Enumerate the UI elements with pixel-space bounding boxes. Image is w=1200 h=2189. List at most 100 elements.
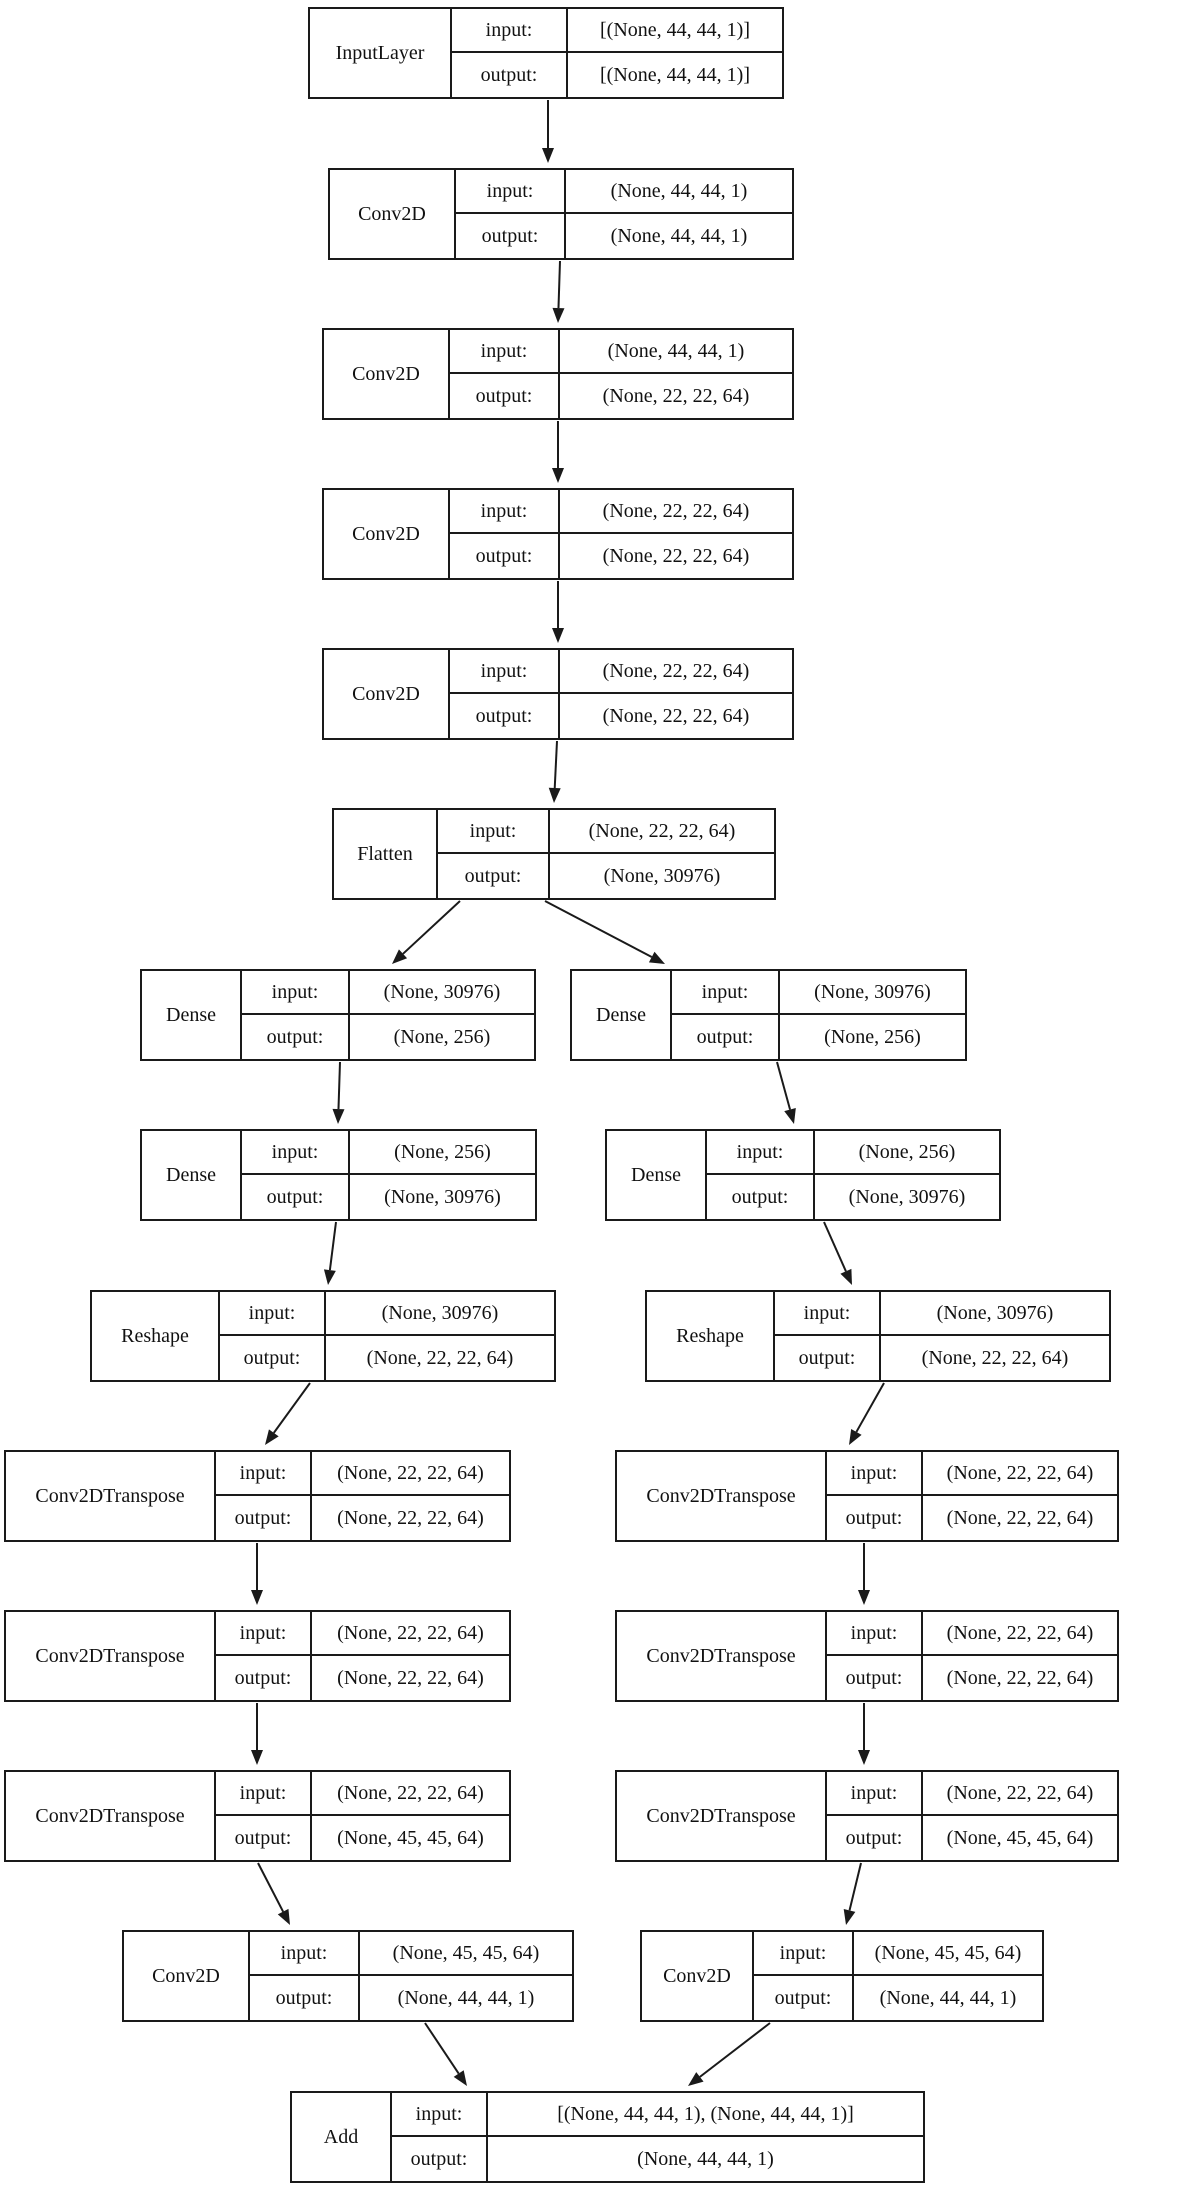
output-key-label: output: bbox=[216, 1816, 312, 1860]
output-row: output: (None, 45, 45, 64) bbox=[216, 1816, 509, 1860]
output-shape-value: (None, 22, 22, 64) bbox=[602, 384, 750, 407]
layer-node-conv2dtranspose-12: Conv2DTranspose input: (None, 22, 22, 64… bbox=[4, 1450, 511, 1542]
layer-io-table: input: (None, 30976) output: (None, 256) bbox=[672, 971, 965, 1059]
layer-node-conv2dtranspose-15: Conv2DTranspose input: (None, 22, 22, 64… bbox=[615, 1610, 1119, 1702]
input-key-label: input: bbox=[672, 971, 780, 1013]
layer-node-reshape-11: Reshape input: (None, 30976) output: (No… bbox=[645, 1290, 1111, 1382]
input-row: input: (None, 22, 22, 64) bbox=[450, 490, 792, 534]
input-shape-value: (None, 22, 22, 64) bbox=[946, 1621, 1094, 1644]
input-shape-value: (None, 22, 22, 64) bbox=[337, 1781, 484, 1804]
input-shape-value: (None, 44, 44, 1) bbox=[610, 179, 748, 202]
output-key-label: output: bbox=[242, 1015, 350, 1059]
input-row: input: (None, 45, 45, 64) bbox=[250, 1932, 572, 1976]
input-row: input: (None, 44, 44, 1) bbox=[450, 330, 792, 374]
input-shape-value: (None, 45, 45, 64) bbox=[392, 1941, 540, 1964]
layer-node-conv2d-19: Conv2D input: (None, 45, 45, 64) output:… bbox=[640, 1930, 1044, 2022]
input-row: input: (None, 44, 44, 1) bbox=[456, 170, 792, 214]
output-key-label: output: bbox=[242, 1175, 350, 1219]
layer-node-flatten-5: Flatten input: (None, 22, 22, 64) output… bbox=[332, 808, 776, 900]
output-shape-value: (None, 30976) bbox=[848, 1185, 966, 1208]
layer-io-table: input: (None, 22, 22, 64) output: (None,… bbox=[216, 1612, 509, 1700]
layer-type-label: Conv2D bbox=[324, 490, 450, 578]
output-row: output: (None, 22, 22, 64) bbox=[450, 534, 792, 578]
layer-node-conv2d-3: Conv2D input: (None, 22, 22, 64) output:… bbox=[322, 488, 794, 580]
layer-node-dense-7: Dense input: (None, 30976) output: (None… bbox=[570, 969, 967, 1061]
output-shape-value: (None, 44, 44, 1) bbox=[397, 1986, 535, 2009]
input-shape-value: (None, 22, 22, 64) bbox=[337, 1461, 484, 1484]
input-row: input: (None, 30976) bbox=[220, 1292, 554, 1336]
input-row: input: (None, 22, 22, 64) bbox=[438, 810, 774, 854]
layer-node-add-20: Add input: [(None, 44, 44, 1), (None, 44… bbox=[290, 2091, 925, 2183]
output-row: output: (None, 22, 22, 64) bbox=[827, 1496, 1117, 1540]
input-key-label: input: bbox=[827, 1772, 923, 1814]
output-row: output: (None, 44, 44, 1) bbox=[250, 1976, 572, 2020]
input-shape-value: (None, 22, 22, 64) bbox=[602, 499, 750, 522]
input-shape-value: (None, 22, 22, 64) bbox=[946, 1461, 1094, 1484]
output-row: output: (None, 30976) bbox=[242, 1175, 535, 1219]
output-row: output: (None, 256) bbox=[242, 1015, 534, 1059]
output-key-label: output: bbox=[827, 1496, 923, 1540]
output-key-label: output: bbox=[827, 1816, 923, 1860]
layer-node-reshape-10: Reshape input: (None, 30976) output: (No… bbox=[90, 1290, 556, 1382]
input-key-label: input: bbox=[242, 1131, 350, 1173]
input-key-label: input: bbox=[392, 2093, 488, 2135]
output-shape-value: [(None, 44, 44, 1)] bbox=[600, 63, 750, 86]
input-key-label: input: bbox=[216, 1452, 312, 1494]
output-row: output: (None, 22, 22, 64) bbox=[450, 374, 792, 418]
layer-io-table: input: (None, 44, 44, 1) output: (None, … bbox=[456, 170, 792, 258]
layer-type-label: Conv2DTranspose bbox=[617, 1772, 827, 1860]
output-key-label: output: bbox=[452, 53, 568, 97]
layer-io-table: input: (None, 30976) output: (None, 22, … bbox=[775, 1292, 1109, 1380]
layer-node-conv2d-18: Conv2D input: (None, 45, 45, 64) output:… bbox=[122, 1930, 574, 2022]
output-shape-value: (None, 22, 22, 64) bbox=[602, 544, 750, 567]
input-shape-value: (None, 22, 22, 64) bbox=[946, 1781, 1094, 1804]
layer-type-label: Dense bbox=[572, 971, 672, 1059]
layer-type-label: InputLayer bbox=[310, 9, 452, 97]
output-key-label: output: bbox=[250, 1976, 360, 2020]
output-key-label: output: bbox=[216, 1496, 312, 1540]
layer-io-table: input: (None, 256) output: (None, 30976) bbox=[707, 1131, 999, 1219]
output-shape-value: (None, 22, 22, 64) bbox=[921, 1346, 1069, 1369]
output-key-label: output: bbox=[392, 2137, 488, 2181]
output-shape-value: (None, 45, 45, 64) bbox=[946, 1826, 1094, 1849]
input-key-label: input: bbox=[456, 170, 566, 212]
input-key-label: input: bbox=[450, 490, 560, 532]
layer-type-label: Dense bbox=[142, 1131, 242, 1219]
layer-io-table: input: (None, 22, 22, 64) output: (None,… bbox=[438, 810, 774, 898]
layer-type-label: Flatten bbox=[334, 810, 438, 898]
layer-node-dense-8: Dense input: (None, 256) output: (None, … bbox=[140, 1129, 537, 1221]
output-row: output: (None, 256) bbox=[672, 1015, 965, 1059]
output-row: output: (None, 44, 44, 1) bbox=[754, 1976, 1042, 2020]
layer-node-conv2dtranspose-17: Conv2DTranspose input: (None, 22, 22, 64… bbox=[615, 1770, 1119, 1862]
output-shape-value: (None, 256) bbox=[824, 1025, 921, 1048]
layer-io-table: input: [(None, 44, 44, 1)] output: [(Non… bbox=[452, 9, 782, 97]
input-key-label: input: bbox=[775, 1292, 881, 1334]
input-key-label: input: bbox=[216, 1772, 312, 1814]
output-row: output: (None, 30976) bbox=[707, 1175, 999, 1219]
output-shape-value: (None, 22, 22, 64) bbox=[366, 1346, 514, 1369]
input-key-label: input: bbox=[827, 1612, 923, 1654]
input-shape-value: (None, 30976) bbox=[936, 1301, 1054, 1324]
input-row: input: (None, 30976) bbox=[775, 1292, 1109, 1336]
layer-type-label: Reshape bbox=[92, 1292, 220, 1380]
output-key-label: output: bbox=[216, 1656, 312, 1700]
layer-io-table: input: (None, 22, 22, 64) output: (None,… bbox=[450, 650, 792, 738]
input-row: input: (None, 22, 22, 64) bbox=[216, 1452, 509, 1496]
input-shape-value: (None, 22, 22, 64) bbox=[588, 819, 736, 842]
input-shape-value: (None, 45, 45, 64) bbox=[874, 1941, 1022, 1964]
output-row: output: (None, 22, 22, 64) bbox=[216, 1496, 509, 1540]
layer-type-label: Conv2DTranspose bbox=[6, 1612, 216, 1700]
layer-io-table: input: (None, 30976) output: (None, 22, … bbox=[220, 1292, 554, 1380]
input-row: input: (None, 22, 22, 64) bbox=[827, 1612, 1117, 1656]
layer-type-label: Conv2DTranspose bbox=[617, 1612, 827, 1700]
input-row: input: (None, 22, 22, 64) bbox=[827, 1452, 1117, 1496]
input-key-label: input: bbox=[827, 1452, 923, 1494]
input-row: input: [(None, 44, 44, 1), (None, 44, 44… bbox=[392, 2093, 923, 2137]
output-row: output: (None, 45, 45, 64) bbox=[827, 1816, 1117, 1860]
layer-io-table: input: (None, 45, 45, 64) output: (None,… bbox=[754, 1932, 1042, 2020]
input-key-label: input: bbox=[242, 971, 350, 1013]
output-shape-value: (None, 22, 22, 64) bbox=[337, 1666, 484, 1689]
output-shape-value: (None, 22, 22, 64) bbox=[946, 1506, 1094, 1529]
output-shape-value: (None, 45, 45, 64) bbox=[337, 1826, 484, 1849]
input-row: input: (None, 256) bbox=[707, 1131, 999, 1175]
